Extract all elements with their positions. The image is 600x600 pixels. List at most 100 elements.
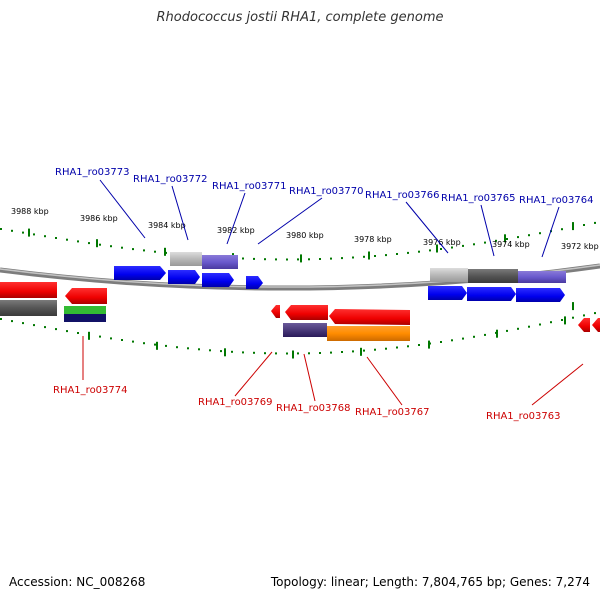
scale-dot [242, 257, 244, 260]
reverse-gene-label[interactable]: RHA1_ro03769 [198, 397, 273, 408]
scale-dot [330, 351, 332, 354]
scale-dot [143, 342, 145, 345]
scale-dot [561, 319, 563, 321]
forward-gene-label[interactable]: RHA1_ro03772 [133, 174, 208, 185]
scale-dot [286, 352, 288, 355]
scale-dot [11, 229, 13, 232]
scale-dot [506, 238, 508, 240]
scale-dot [220, 350, 222, 353]
scale-dot [440, 341, 442, 343]
reverse-strand-genes [0, 282, 600, 332]
scale-dot [297, 352, 299, 355]
feature-dark[interactable] [468, 269, 518, 283]
forward-gene-label[interactable]: RHA1_ro03773 [55, 167, 130, 178]
gene-arrow-forward[interactable] [168, 270, 200, 284]
forward-gene-label[interactable]: RHA1_ro03771 [212, 181, 287, 192]
scale-dot [462, 244, 464, 247]
forward-gene-label[interactable]: RHA1_ro03765 [441, 193, 516, 204]
scale-dot [594, 221, 596, 224]
gene-arrow-forward[interactable] [467, 287, 516, 301]
feature-dark[interactable] [0, 300, 57, 316]
scale-dot [539, 232, 541, 235]
gene-arrow-forward[interactable] [202, 273, 234, 287]
scale-dot [275, 352, 277, 355]
gene-arrow-reverse[interactable] [578, 318, 590, 332]
scale-dot [253, 351, 255, 354]
gene-arrow-forward[interactable] [428, 286, 467, 300]
scale-dot [88, 242, 90, 245]
gene-arrow-forward[interactable] [246, 276, 263, 289]
reverse-leader-line [234, 351, 273, 397]
scale-tick-upper [28, 228, 30, 237]
feature-navy-purple[interactable] [283, 323, 327, 337]
gene-arrow-reverse[interactable] [592, 318, 600, 332]
scale-dot [264, 352, 266, 355]
gene-arrow-reverse[interactable] [329, 309, 410, 325]
scale-dot [407, 251, 409, 254]
scale-dot [275, 258, 277, 261]
forward-gene-label[interactable]: RHA1_ro03766 [365, 190, 440, 201]
scale-tick-label: 3984 kbp [148, 221, 186, 230]
scale-tick-lower [224, 348, 226, 357]
scale-dot [484, 333, 486, 336]
scale-dot [66, 238, 68, 241]
scale-tick-lower [292, 350, 294, 359]
scale-dot [165, 344, 167, 347]
forward-leader-line [99, 179, 146, 239]
scale-tick-label: 3978 kbp [354, 235, 392, 244]
scale-dot [583, 314, 585, 317]
feature-purple[interactable] [202, 255, 238, 269]
scale-dot [341, 351, 343, 353]
reverse-gene-label[interactable]: RHA1_ro03767 [355, 407, 430, 418]
scale-dot [209, 349, 211, 352]
scale-dot [286, 258, 288, 261]
feature-green[interactable] [64, 306, 106, 314]
feature-grey[interactable] [430, 268, 468, 282]
scale-dot [451, 246, 453, 249]
scale-dot [385, 347, 387, 350]
scale-dot [154, 250, 156, 253]
scale-tick-upper [300, 254, 302, 263]
scale-dot [407, 345, 409, 348]
scale-dot [55, 237, 57, 239]
scale-dot [539, 323, 541, 326]
scale-dot [374, 348, 376, 351]
scale-dot [99, 243, 101, 246]
reverse-gene-label[interactable]: RHA1_ro03763 [486, 411, 561, 422]
forward-gene-label[interactable]: RHA1_ro03770 [289, 186, 364, 197]
scale-dot [528, 325, 530, 328]
forward-leader-line [480, 204, 495, 257]
scale-dot [319, 258, 321, 260]
gene-arrow-reverse[interactable] [0, 282, 57, 298]
forward-gene-label[interactable]: RHA1_ro03764 [519, 195, 594, 206]
reverse-gene-label[interactable]: RHA1_ro03774 [53, 385, 128, 396]
scale-dot [396, 346, 398, 349]
gene-arrow-forward[interactable] [114, 266, 166, 280]
scale-dot [0, 228, 2, 230]
forward-leader-line [405, 201, 449, 254]
reverse-leader-line [366, 356, 403, 406]
scale-dot [440, 248, 442, 250]
scale-tick-lower [88, 331, 90, 340]
scale-dot [253, 257, 255, 260]
feature-grey[interactable] [170, 252, 202, 266]
reverse-features [0, 300, 410, 341]
forward-leader-line [171, 185, 189, 241]
feature-navy[interactable] [64, 314, 106, 322]
scale-tick-label: 3986 kbp [80, 214, 118, 223]
gene-arrow-reverse[interactable] [285, 305, 328, 320]
gene-arrow-forward[interactable] [516, 288, 565, 302]
reverse-gene-label[interactable]: RHA1_ro03768 [276, 403, 351, 414]
forward-features [170, 252, 566, 283]
gene-arrow-reverse[interactable] [271, 305, 280, 318]
scale-dot [176, 346, 178, 349]
scale-dot [330, 257, 332, 260]
feature-orange[interactable] [327, 326, 410, 341]
scale-dot [517, 327, 519, 330]
scale-dot [528, 234, 530, 237]
scale-dot [572, 316, 574, 319]
gene-arrow-reverse[interactable] [65, 288, 107, 304]
feature-purple[interactable] [518, 271, 566, 283]
scale-dot [132, 248, 134, 251]
